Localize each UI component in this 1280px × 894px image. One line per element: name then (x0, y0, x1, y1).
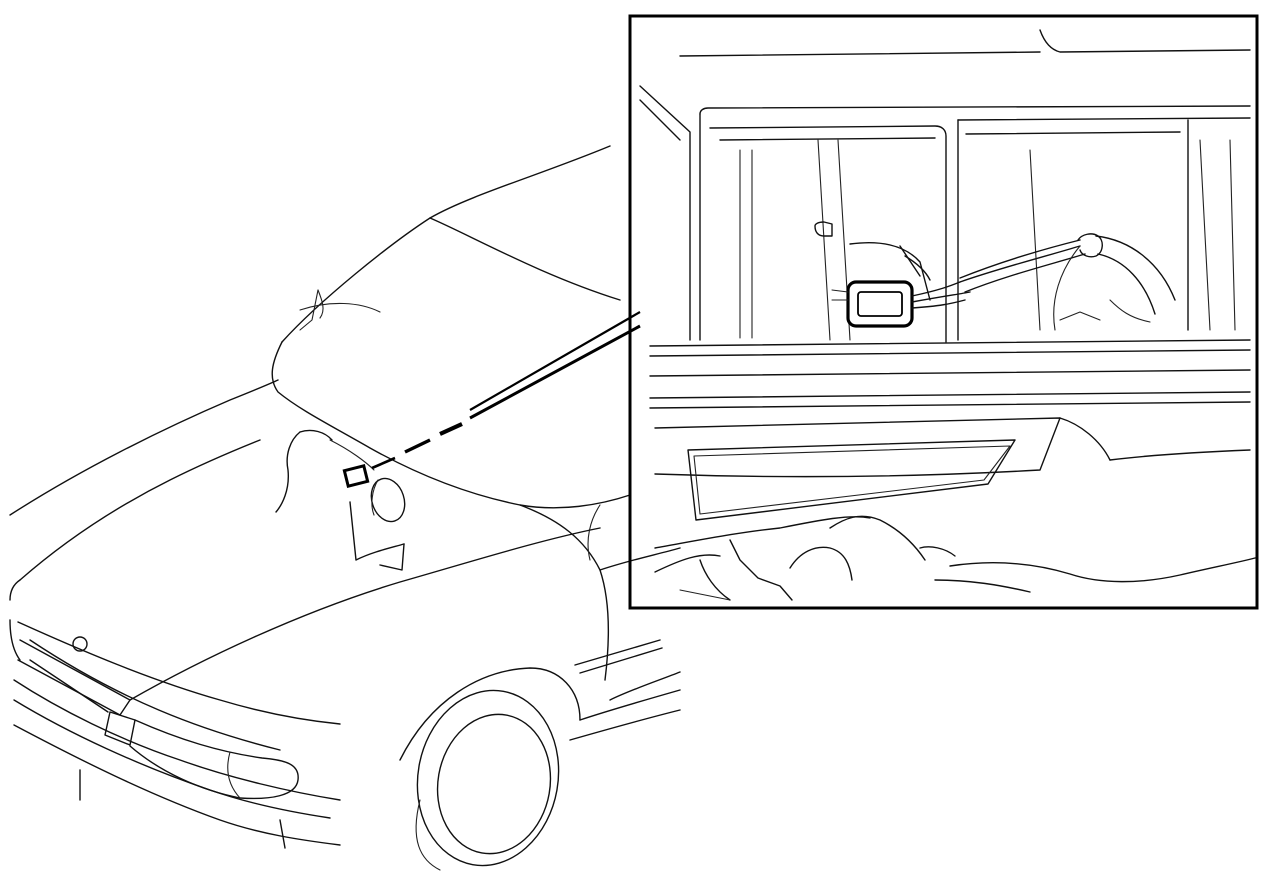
inset-frame (628, 14, 1259, 610)
connector-location-marker (342, 464, 370, 488)
detail-inset (628, 14, 1259, 610)
leader-line (371, 311, 641, 470)
inset-connector (831, 233, 1176, 331)
car-overview (9, 145, 681, 871)
inset-door-belt (649, 339, 1251, 409)
cowl-area (275, 429, 406, 571)
inset-lower (654, 515, 1256, 601)
side-sill (569, 689, 681, 741)
inset-door-recess (654, 417, 1251, 521)
headlight (129, 719, 299, 800)
inset-roof (679, 29, 1251, 57)
hood (9, 379, 601, 751)
a-pillar (519, 504, 681, 701)
front-end (9, 619, 341, 849)
front-wheel (399, 667, 581, 871)
inset-window-frames (639, 85, 1251, 343)
windshield (271, 145, 631, 509)
